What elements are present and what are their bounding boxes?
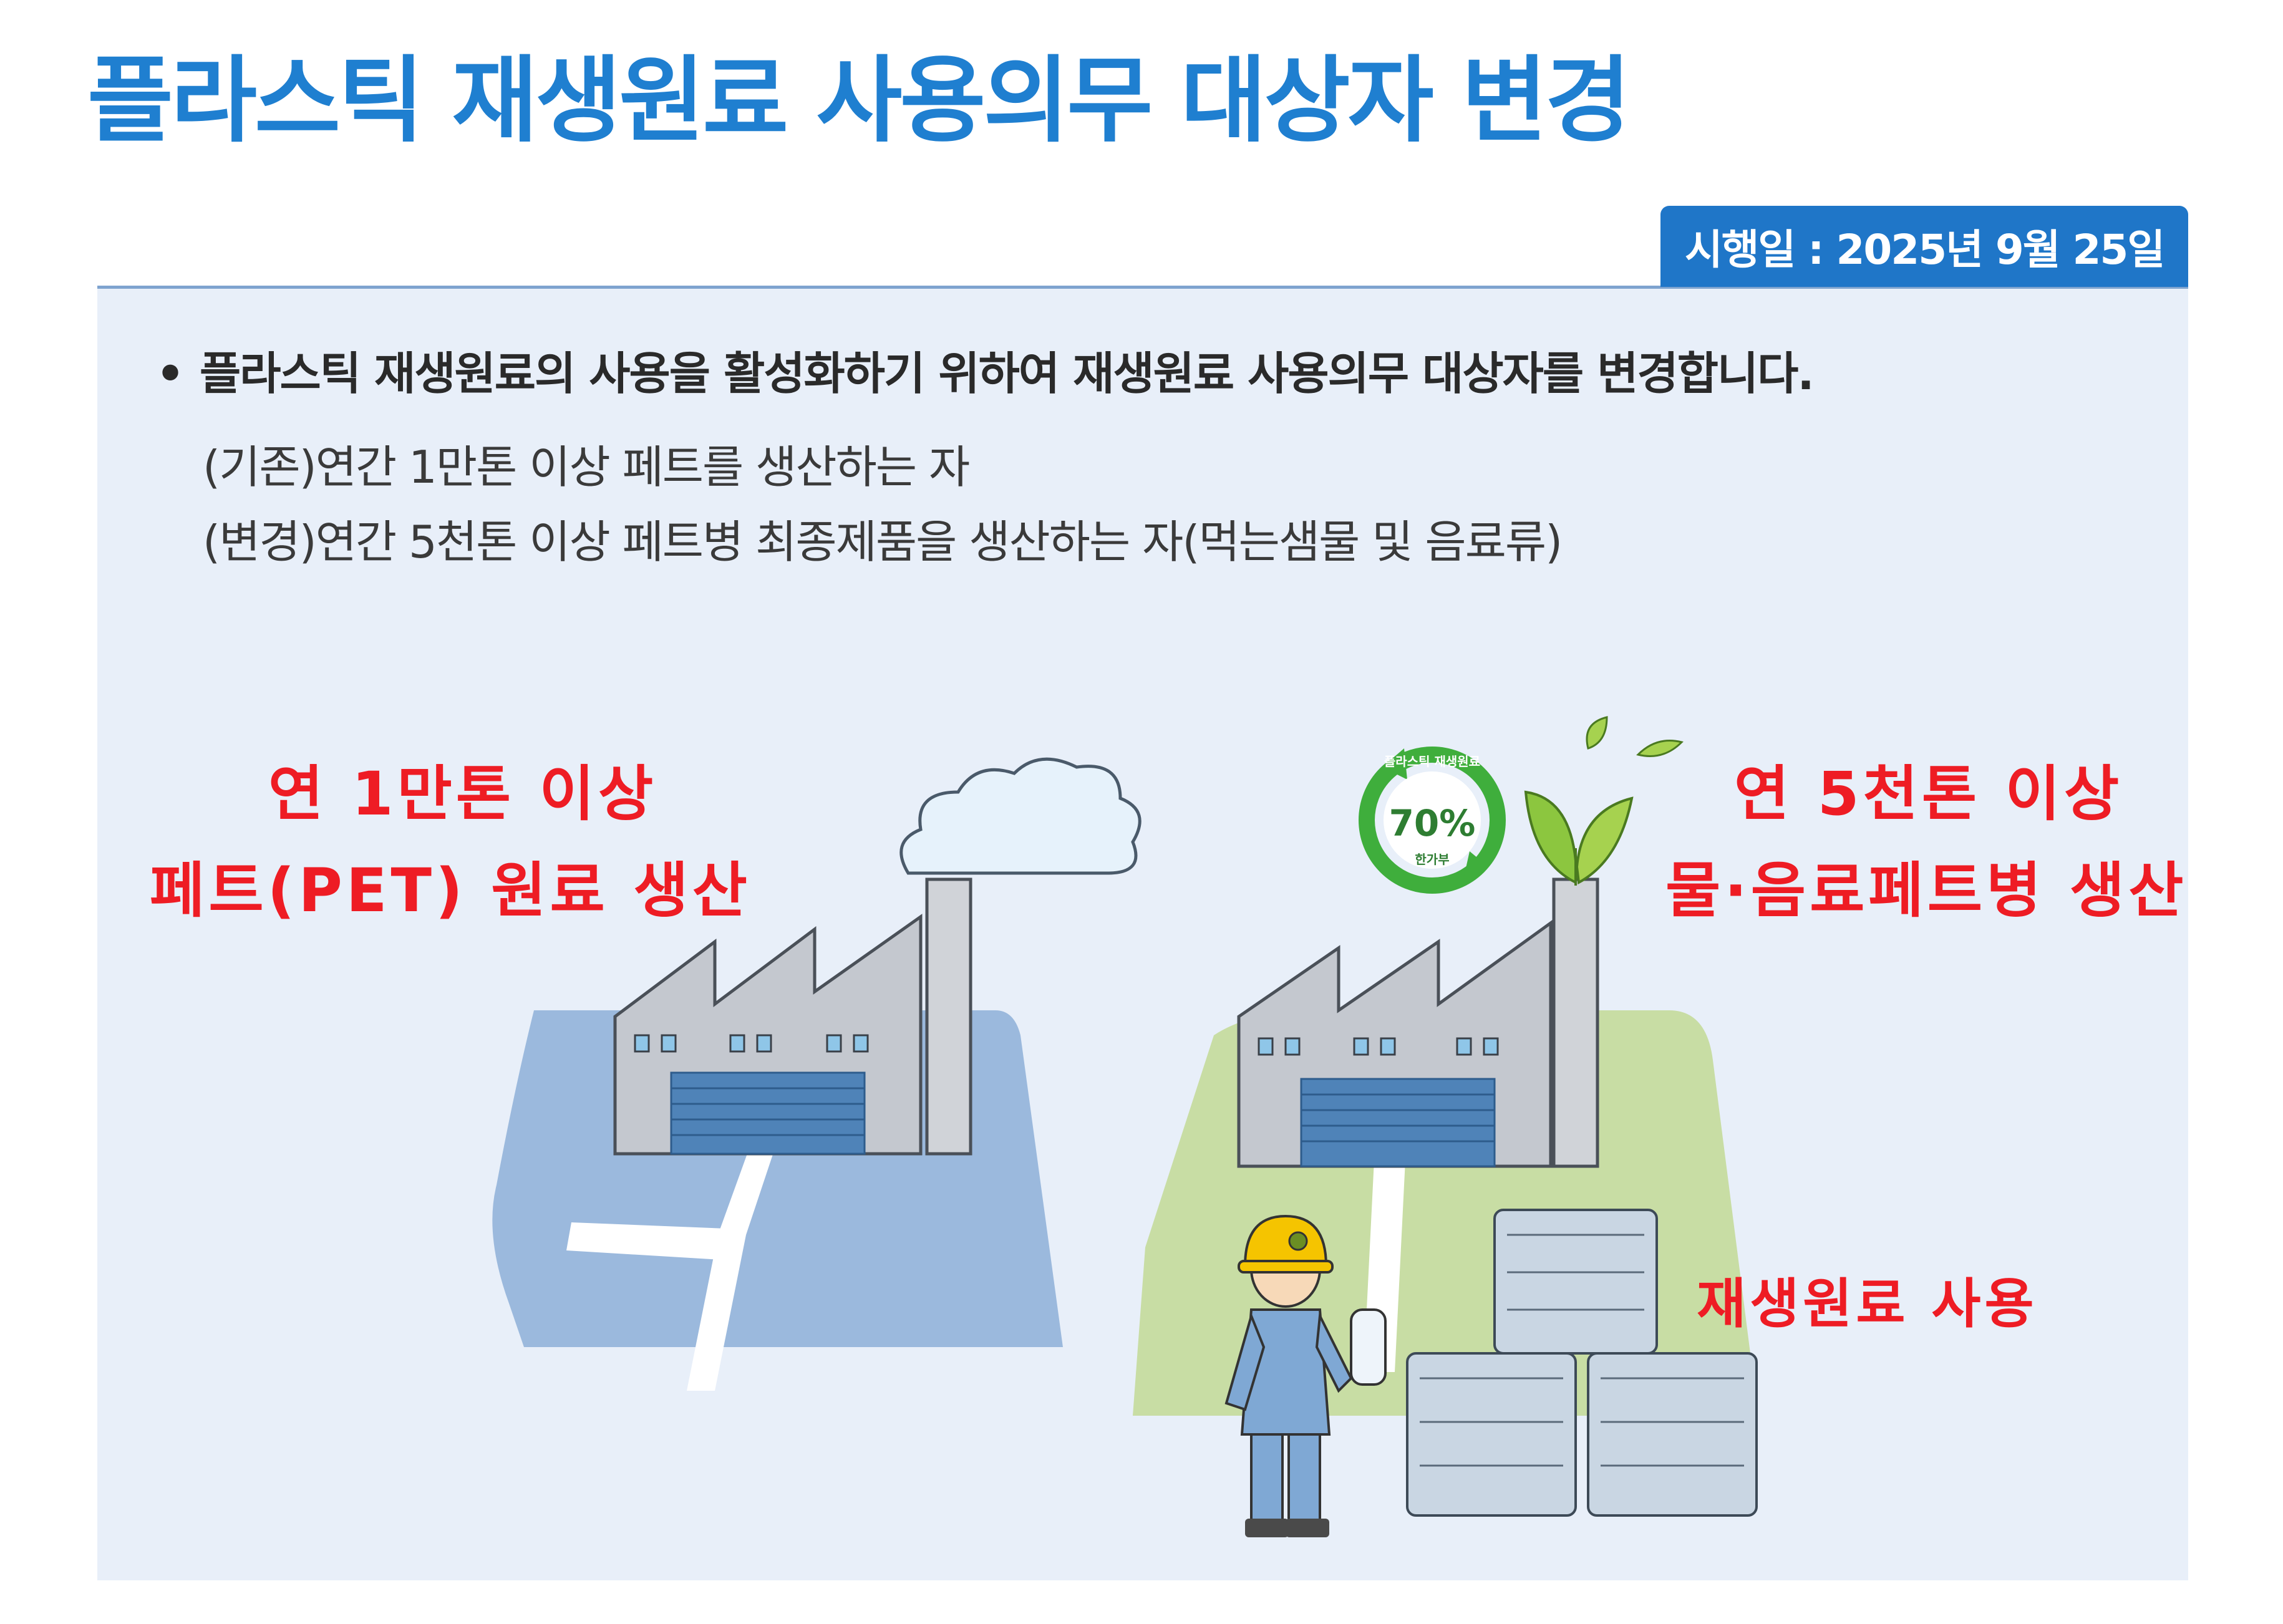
left-label-line2: 페트(PET) 원료 생산 bbox=[150, 856, 751, 926]
bullet-dot-icon: • bbox=[156, 347, 185, 400]
right-label-line2: 물·음료페트병 생산 bbox=[1665, 856, 2188, 926]
recycled-material-label: 재생원료 사용 bbox=[1697, 1273, 2038, 1335]
effective-date-badge: 시행일 : 2025년 9월 25일 bbox=[1660, 206, 2188, 287]
right-label-line1: 연 5천톤 이상 bbox=[1734, 759, 2123, 829]
left-label-line1: 연 1만톤 이상 bbox=[268, 759, 657, 829]
recycle-badge-icon bbox=[1359, 747, 1506, 894]
factory-illustration: 70% 플라스틱 재생원료 한가부 bbox=[492, 716, 1758, 1537]
bottle-bales bbox=[1406, 1209, 1758, 1517]
right-factory-windows bbox=[1258, 1037, 1499, 1056]
bullet-text: 플라스틱 재생원료의 사용을 활성화하기 위하여 재생원료 사용의무 대상자를 … bbox=[200, 347, 1815, 400]
smoke-cloud bbox=[899, 757, 1142, 875]
worker-figure bbox=[1224, 1214, 1387, 1537]
recycle-badge-top-text: 플라스틱 재생원료 bbox=[1384, 754, 1480, 769]
bottle-bale-texture bbox=[1420, 1234, 1744, 1467]
leaf-icon bbox=[1524, 716, 1684, 886]
left-factory-windows bbox=[634, 1034, 869, 1053]
left-factory-door bbox=[670, 1071, 866, 1155]
left-road bbox=[687, 1123, 783, 1391]
right-factory-door bbox=[1300, 1078, 1496, 1167]
recycle-badge-percent: 70% bbox=[1389, 802, 1476, 844]
new-rule-text: (변경)연간 5천톤 이상 페트병 최종제품을 생산하는 자(먹는샘물 및 음료… bbox=[203, 516, 1563, 568]
page-title: 플라스틱 재생원료 사용의무 대상자 변경 bbox=[87, 47, 1631, 155]
bullet-statement: • 플라스틱 재생원료의 사용을 활성화하기 위하여 재생원료 사용의무 대상자를… bbox=[156, 337, 1815, 402]
old-rule-text: (기존)연간 1만톤 이상 페트를 생산하는 자 bbox=[203, 441, 970, 493]
left-road-branch bbox=[566, 1222, 727, 1260]
recycle-badge-bottom-text: 한가부 bbox=[1415, 852, 1449, 867]
